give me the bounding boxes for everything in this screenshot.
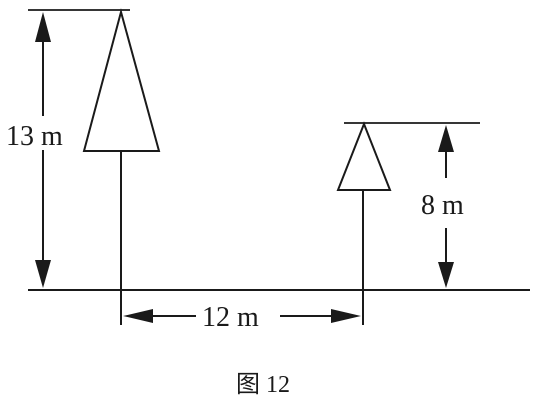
distance-arrow-left <box>123 309 153 323</box>
short-height-arrow-up <box>438 125 454 152</box>
short-tree-height-label: 8 m <box>421 190 464 221</box>
tall-height-arrow-up <box>35 12 51 42</box>
tall-tree-crown <box>82 8 161 152</box>
tall-tree-height-label: 13 m <box>6 121 63 152</box>
short-height-arrow-down <box>438 262 454 288</box>
distance-label: 12 m <box>202 302 259 333</box>
figure-caption: 图 12 <box>236 372 290 398</box>
short-tree-crown <box>336 121 392 191</box>
tall-height-arrow-down <box>35 260 51 288</box>
distance-arrow-right <box>331 309 361 323</box>
